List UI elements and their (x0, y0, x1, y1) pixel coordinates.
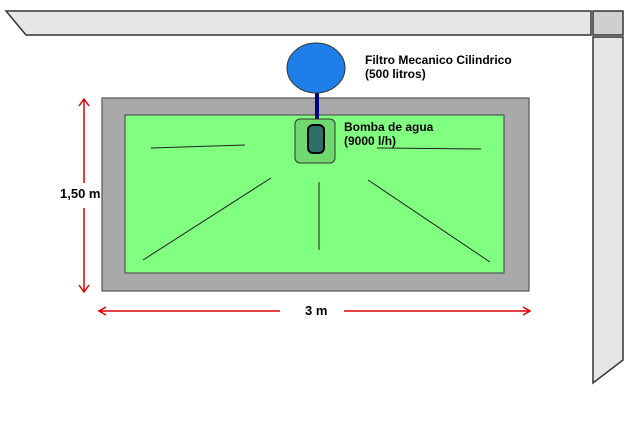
wall-top (4, 10, 592, 36)
flow-lines (142, 144, 491, 263)
pump-flow: (9000 l/h) (344, 134, 396, 148)
flow-line (367, 179, 491, 263)
width-label: 3 m (305, 303, 327, 318)
filter-title: Filtro Mecanico Cilindrico (365, 53, 512, 67)
pump-body (307, 124, 325, 154)
height-arrow (78, 97, 90, 294)
filter-circle (286, 42, 346, 94)
filter-capacity: (500 litros) (365, 67, 426, 81)
wall-corner (592, 10, 624, 36)
flow-line (376, 147, 482, 150)
height-label: 1,50 m (60, 186, 100, 201)
wall-right (592, 36, 624, 385)
flow-line (150, 144, 246, 149)
flow-line (142, 177, 272, 261)
width-arrow (97, 306, 532, 316)
pump-title: Bomba de agua (344, 120, 434, 134)
